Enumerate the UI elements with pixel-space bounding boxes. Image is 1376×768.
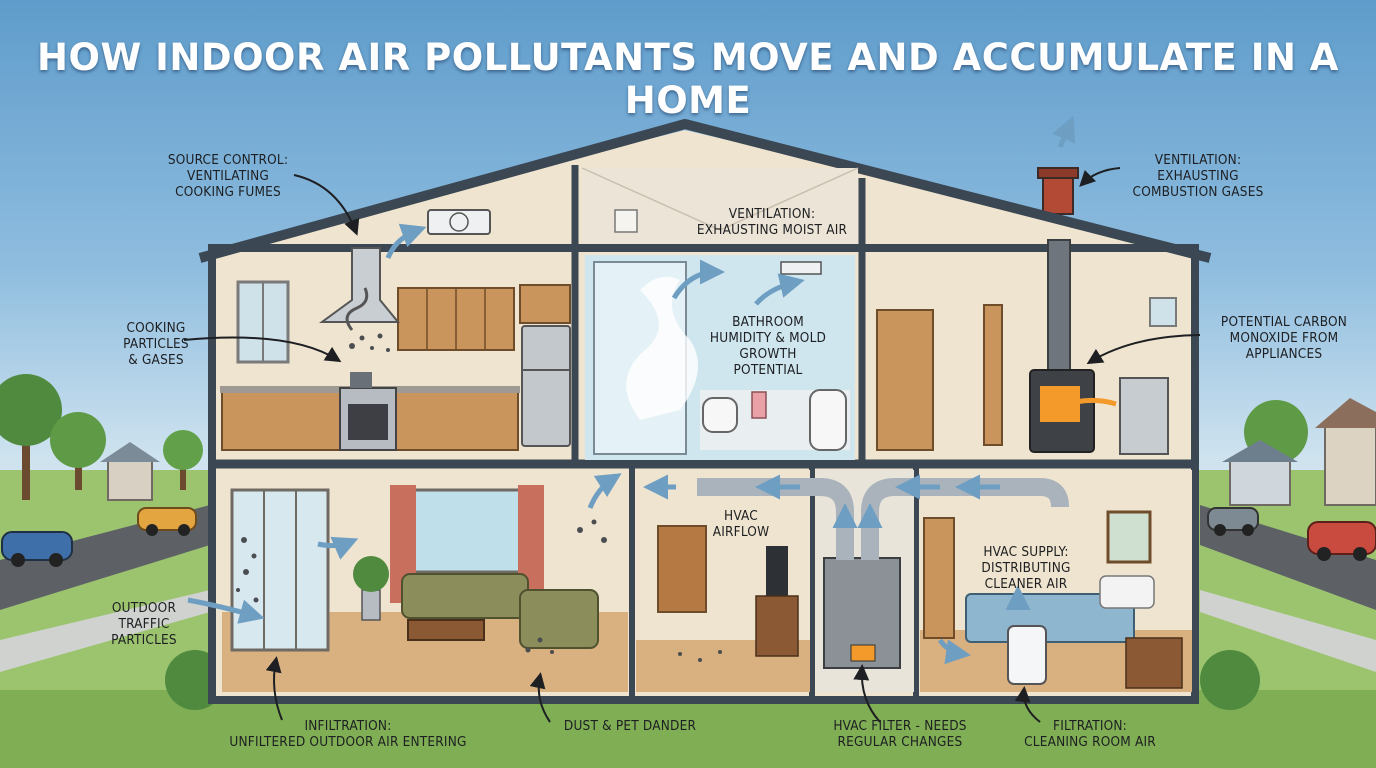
neighbor-houses xyxy=(100,398,1376,506)
cars xyxy=(1,507,1376,567)
label-source-control: SOURCE CONTROL: VENTILATING COOKING FUME… xyxy=(167,152,289,200)
chimney xyxy=(1037,167,1079,215)
label-infiltration: INFILTRATION: UNFILTERED OUTDOOR AIR ENT… xyxy=(229,718,467,750)
bathroom xyxy=(585,255,855,460)
label-hvac-filter: HVAC FILTER - NEEDS REGULAR CHANGES xyxy=(833,718,967,750)
page-title: HOW INDOOR AIR POLLUTANTS MOVE AND ACCUM… xyxy=(37,36,1339,122)
living-room xyxy=(222,470,628,692)
utility-room xyxy=(876,239,1177,455)
hallway xyxy=(636,470,810,692)
label-ventilation-combustion: VENTILATION: EXHAUSTING COMBUSTION GASES xyxy=(1132,152,1264,200)
callout-pointers xyxy=(183,167,1201,723)
heat-arrow xyxy=(1075,397,1117,407)
label-filtration: FILTRATION: CLEANING ROOM AIR xyxy=(1024,718,1156,750)
pollutant-particles xyxy=(236,333,722,662)
label-ventilation-moist-air: VENTILATION: EXHAUSTING MOIST AIR xyxy=(696,206,848,238)
label-hvac-airflow: HVAC AIRFLOW xyxy=(712,508,770,540)
label-cooking-particles: COOKING PARTICLES & GASES xyxy=(123,320,189,368)
airflow-arrows xyxy=(187,115,1076,665)
label-bathroom-humidity: BATHROOM HUMIDITY & MOLD GROWTH POTENTIA… xyxy=(709,314,827,378)
label-carbon-monoxide: POTENTIAL CARBON MONOXIDE FROM APPLIANCE… xyxy=(1220,314,1348,362)
label-dust-dander: DUST & PET DANDER xyxy=(563,718,697,734)
kitchen xyxy=(220,209,571,451)
label-hvac-supply: HVAC SUPPLY: DISTRIBUTING CLEANER AIR xyxy=(981,544,1071,592)
label-outdoor-traffic: OUTDOOR TRAFFIC PARTICLES xyxy=(111,600,177,648)
